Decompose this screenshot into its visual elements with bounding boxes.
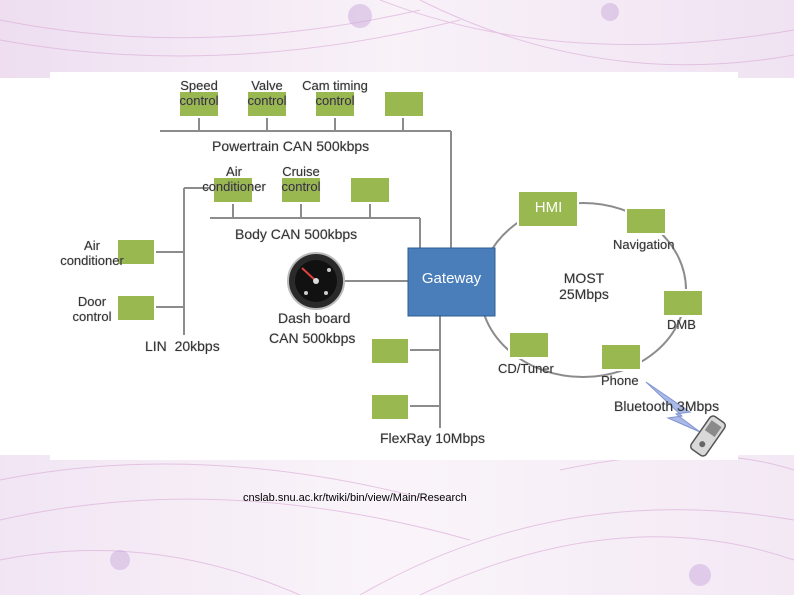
lin-bus-label: LIN 20kbps [145,338,220,354]
ecu-box-cam-timing [314,90,356,118]
ecu-box-body-3 [349,176,391,204]
ecu-box-speed [178,90,220,118]
dash-board-label: Dash board [278,310,351,326]
air-conditioner-lin-label: Air conditioner [60,238,124,268]
powertrain-bus-label: Powertrain CAN 500kbps [212,138,370,154]
most-bus-label: MOST 25Mbps [559,270,609,302]
dmb-label: DMB [667,317,696,332]
air-conditioner-body-label: Air conditioner [202,164,266,194]
door-control-label: Door control [72,294,112,324]
cd-tuner-label: CD/Tuner [498,361,554,376]
mobile-phone-icon [689,415,727,457]
hmi-box [517,190,579,228]
cam-timing-control-label: Cam timing control [302,78,368,108]
ecu-box-flexray-1 [370,337,410,365]
ecu-box-cd-tuner [508,331,550,359]
ecu-box-dmb [662,289,704,317]
navigation-label: Navigation [613,237,675,252]
dash-can-label: CAN 500kbps [269,330,356,346]
bluetooth-label: Bluetooth 3Mbps [614,398,720,414]
ecu-box-air-conditioner-body [212,176,254,204]
ecu-box-air-conditioner-lin [116,238,156,266]
source-url: cnslab.snu.ac.kr/twiki/bin/view/Main/Res… [243,492,467,504]
ecu-box-phone [600,343,642,371]
ecu-box-navigation [625,207,667,235]
speed-control-label: Speed control [179,78,219,108]
gateway-box [407,247,496,317]
valve-control-label: Valve control [247,78,287,108]
dashboard-gauge-icon [287,252,345,310]
cruise-control-label: Cruise control [281,164,321,194]
ecu-box-powertrain-4 [383,90,425,118]
flexray-bus-label: FlexRay 10Mbps [380,430,486,446]
ecu-box-door [116,294,156,322]
ecu-box-cruise [280,176,322,204]
body-bus-label: Body CAN 500kbps [235,226,358,242]
gateway-label: Gateway [421,270,482,287]
ecu-box-flexray-2 [370,393,410,421]
hmi-label: HMI [534,199,563,216]
phone-label: Phone [601,373,639,388]
ecu-box-valve [246,90,288,118]
